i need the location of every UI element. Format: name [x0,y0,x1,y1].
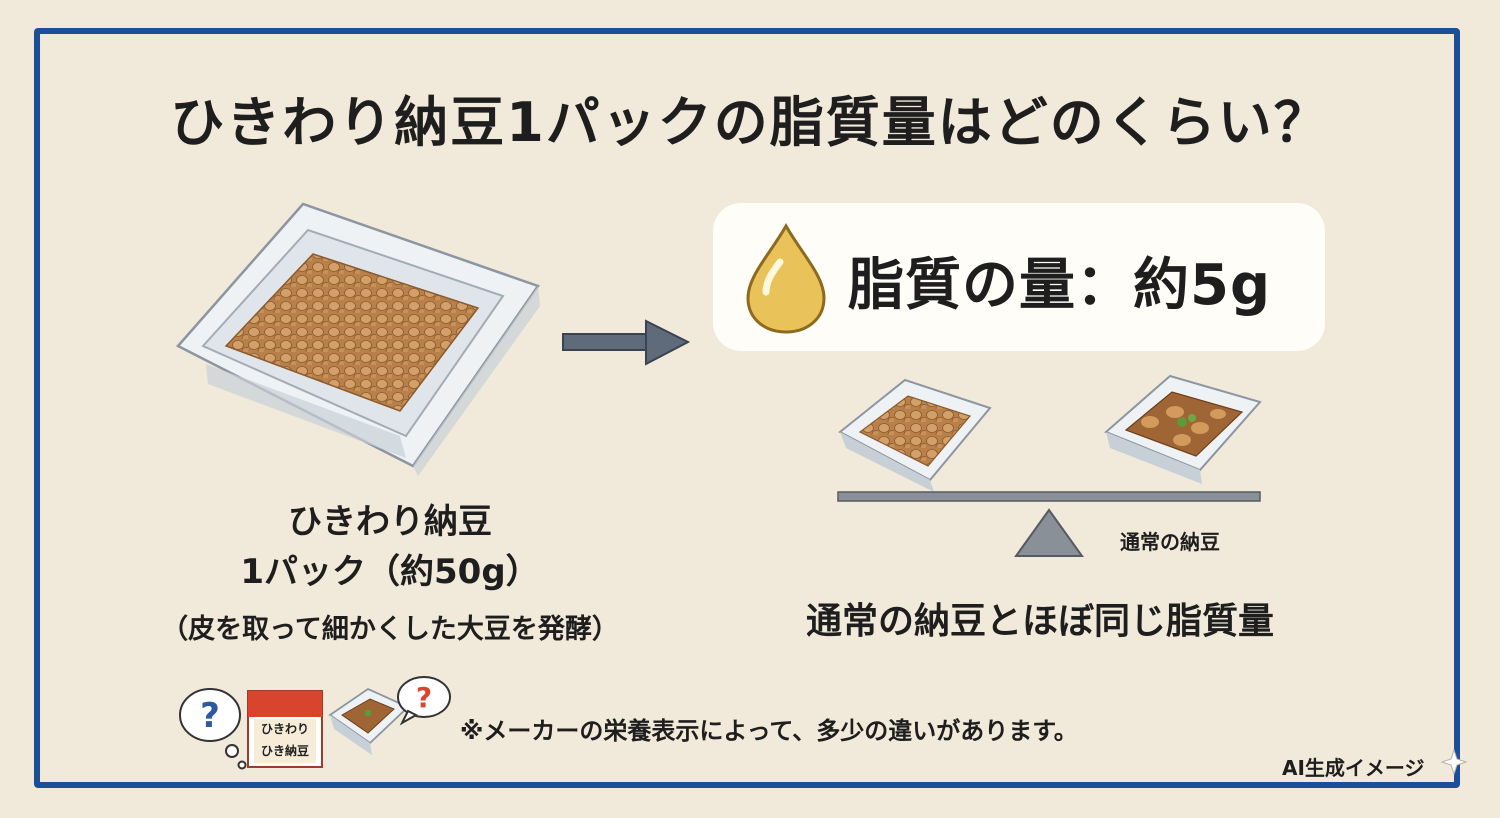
ai-generated-label: AI生成イメージ [1282,756,1425,780]
package-text-top: ひきわり [261,722,309,736]
product-amount: 1パック（約50g） [240,552,540,592]
question-mark-red: ? [416,681,432,714]
regular-natto-label: 通常の納豆 [1120,530,1220,554]
product-description: （皮を取って細かくした大豆を発酵） [161,614,619,645]
sparkle-icon [1440,748,1468,776]
page-title: ひきわり納豆1パックの脂質量はどのくらい？ [170,91,1330,154]
comparison-text: 通常の納豆とほぼ同じ脂質量 [805,601,1274,642]
product-name: ひきわり納豆 [288,502,492,542]
manufacturer-note: ※メーカーの栄養表示によって、多少の違いがあります。 [460,717,1078,745]
speech-bubble-right: ? [397,676,451,726]
product-caption: ひきわり納豆 1パック（約50g） [170,497,610,597]
hikiwari-natto-tray-illustration [175,202,540,476]
seesaw-comparison-illustration [837,374,1262,557]
arrow-right-icon [562,319,691,366]
question-mark-blue: ? [200,696,220,736]
border-frame [34,28,1460,788]
regular-natto-tray-small [1104,374,1262,484]
oil-drop-icon [746,222,826,334]
fat-amount-label: 脂質の量：約5g [848,253,1272,318]
hikiwari-tray-small [838,378,992,492]
package-text-bottom: ひき納豆 [261,743,309,758]
natto-tray-tiny [328,687,410,755]
package-question-illustration: ? ひきわり ひき納豆 ? [179,676,451,770]
hikiwari-package: ひきわり ひき納豆 [247,690,323,768]
thought-bubble-left: ? [179,688,247,770]
